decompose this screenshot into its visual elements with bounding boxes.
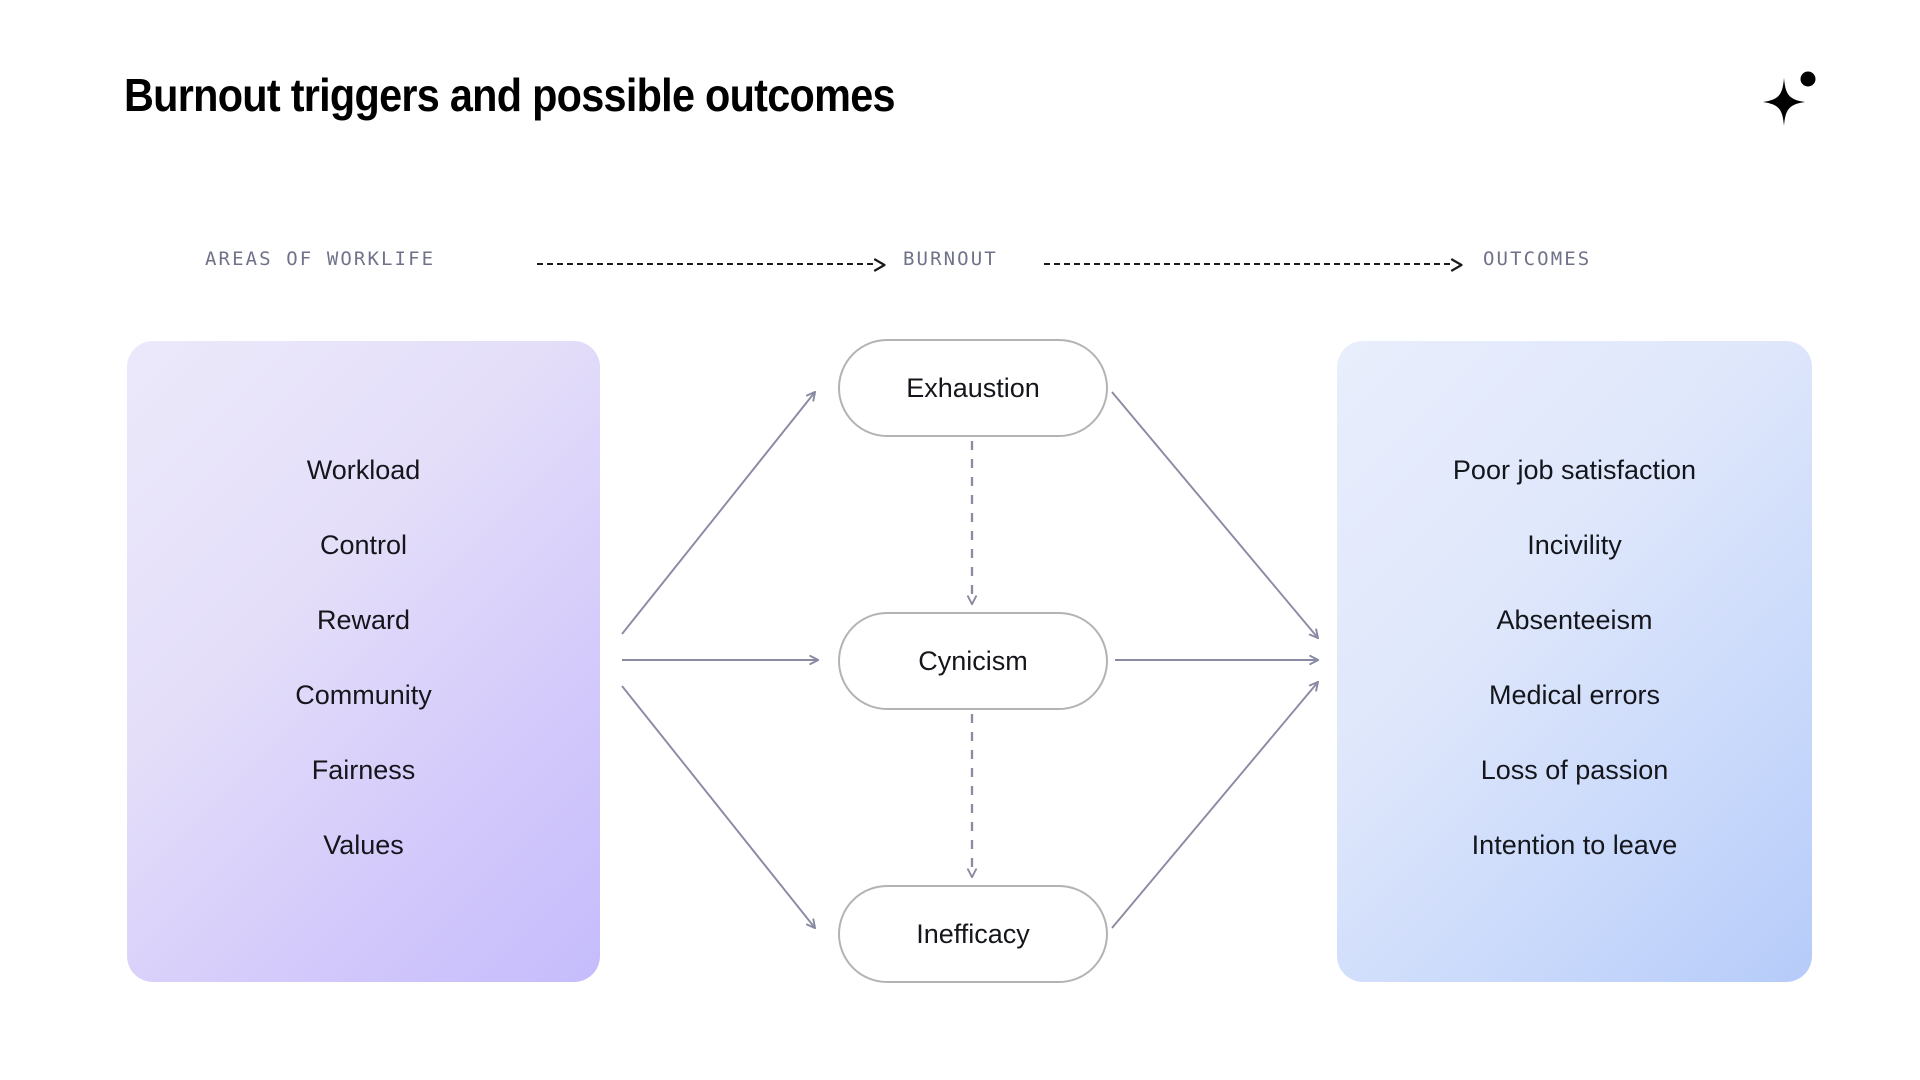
list-item: Poor job satisfaction: [1452, 455, 1697, 485]
sparkle-icon: [1758, 68, 1820, 130]
stage-label-outcomes: OUTCOMES: [1483, 248, 1592, 270]
list-item: Intention to leave: [1471, 830, 1678, 860]
dotted-line: [537, 263, 873, 265]
list-item: Community: [295, 680, 432, 710]
arrowhead-icon: [1450, 258, 1464, 272]
arrow-worklife-to-exhaustion: [621, 390, 817, 635]
arrow-exhaustion-to-outcomes: [1111, 391, 1320, 640]
arrow-worklife-to-inefficacy: [621, 685, 817, 930]
list-item: Control: [319, 530, 408, 560]
node-exhaustion: Exhaustion: [838, 339, 1108, 437]
areas-of-worklife-panel: Workload Control Reward Community Fairne…: [127, 341, 600, 982]
node-label: Inefficacy: [916, 918, 1030, 949]
node-label: Exhaustion: [906, 372, 1040, 403]
list-item: Medical errors: [1488, 680, 1661, 710]
stage-label-row: AREAS OF WORKLIFE BURNOUT OUTCOMES: [0, 246, 1920, 276]
areas-of-worklife-list: Workload Control Reward Community Fairne…: [127, 433, 600, 883]
list-item: Reward: [316, 605, 411, 635]
stage-arrow-burnout-to-outcomes: [1044, 258, 1464, 272]
page-title: Burnout triggers and possible outcomes: [124, 69, 896, 121]
dotted-line: [1044, 263, 1450, 265]
node-inefficacy: Inefficacy: [838, 885, 1108, 983]
stage-label-burnout: BURNOUT: [903, 248, 998, 270]
list-item: Values: [323, 830, 404, 860]
list-item: Absenteeism: [1496, 605, 1653, 635]
node-cynicism: Cynicism: [838, 612, 1108, 710]
arrow-inefficacy-to-outcomes: [1111, 680, 1320, 929]
list-item: Workload: [306, 455, 421, 485]
node-label: Cynicism: [918, 645, 1028, 676]
stage-arrow-worklife-to-burnout: [537, 258, 887, 272]
outcomes-panel: Poor job satisfaction Incivility Absente…: [1337, 341, 1812, 982]
outcomes-list: Poor job satisfaction Incivility Absente…: [1337, 433, 1812, 883]
list-item: Fairness: [311, 755, 416, 785]
list-item: Incivility: [1527, 530, 1622, 560]
list-item: Loss of passion: [1480, 755, 1669, 785]
arrowhead-icon: [873, 258, 887, 272]
stage-label-areas-of-worklife: AREAS OF WORKLIFE: [205, 248, 436, 270]
